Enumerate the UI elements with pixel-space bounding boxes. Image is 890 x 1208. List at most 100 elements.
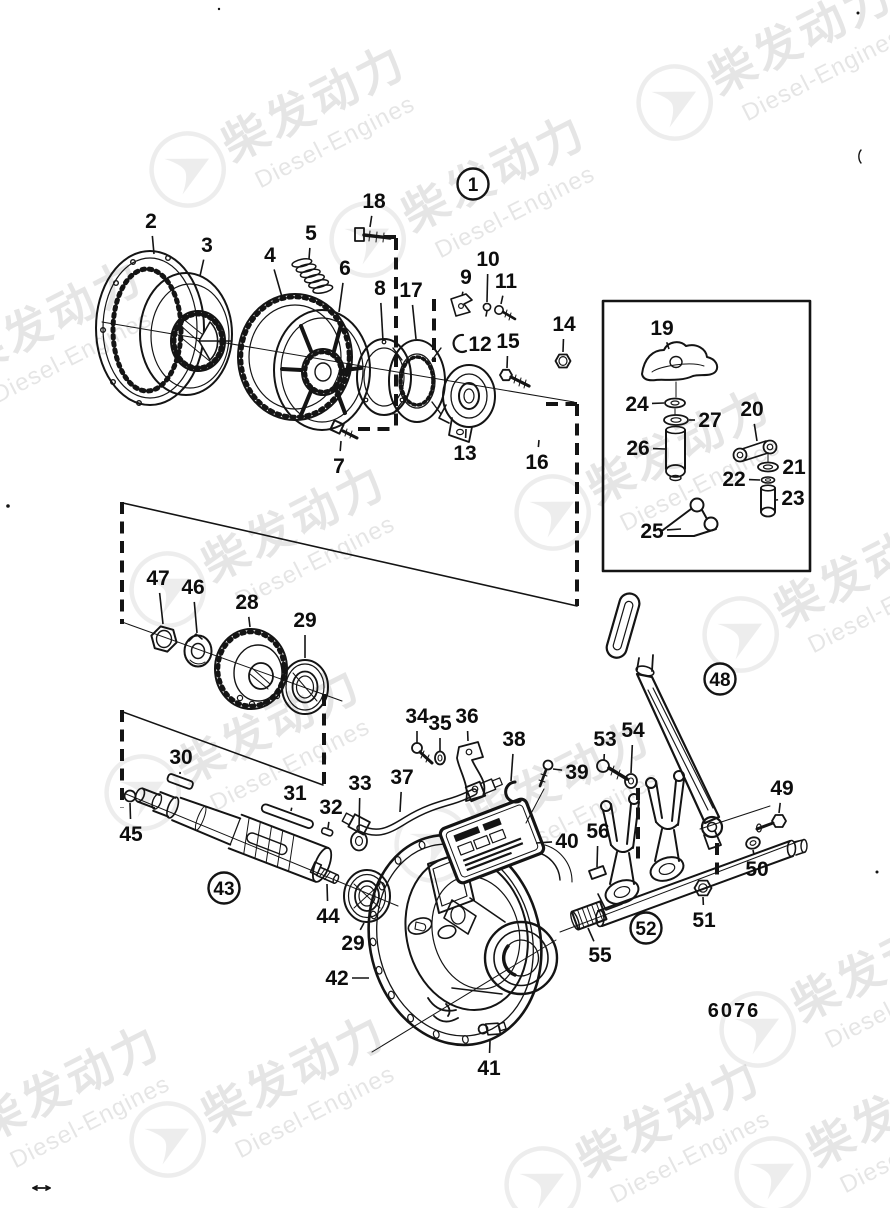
leader-line-49: [778, 802, 782, 814]
callout-5: 5: [305, 222, 317, 260]
callout-number-4: 4: [264, 244, 276, 267]
axis-line-lower: [559, 839, 803, 933]
callout-3: 3: [199, 234, 213, 277]
part-28-clutch-gear: [214, 628, 288, 710]
diesel-engines-logo-triangle: [717, 623, 763, 660]
callout-number-28: 28: [235, 591, 259, 614]
callout-41: 41: [477, 1040, 501, 1080]
part-24-lock-washer: [664, 397, 686, 409]
callout-number-40: 40: [555, 830, 578, 853]
callout-number-29: 29: [293, 609, 316, 632]
callout-number-20: 20: [740, 398, 763, 421]
callout-11: 11: [495, 270, 518, 305]
callout-29: 29: [293, 609, 317, 658]
callout-22: 22: [722, 468, 761, 491]
diesel-engines-logo-icon: [514, 474, 591, 551]
detail-box: [601, 299, 812, 573]
callout-number-50: 50: [745, 858, 768, 881]
callout-number-54: 54: [621, 719, 645, 742]
part-38-clip: [504, 780, 522, 804]
callout-number-52: 52: [635, 919, 656, 940]
callout-number-11: 11: [495, 270, 518, 293]
part-36-bracket: [456, 741, 486, 802]
diesel-engines-logo-triangle: [519, 1173, 565, 1208]
callout-6: 6: [338, 257, 351, 313]
leader-line-7: [339, 440, 342, 452]
callout-2: 2: [145, 210, 157, 255]
diesel-engines-logo-icon: [129, 1101, 206, 1178]
callout-number-43: 43: [213, 879, 234, 900]
part-7-bolt: [329, 419, 359, 440]
callout-44: 44: [316, 883, 340, 928]
callout-21: 21: [782, 456, 806, 479]
callout-number-16: 16: [525, 451, 548, 474]
part-25-spring-clip: [662, 497, 719, 537]
part-29-bearing-upper: [281, 659, 329, 715]
part-29-bearing-lower: [343, 869, 391, 923]
diesel-engines-logo-icon: [636, 64, 713, 141]
leader-line-2: [151, 235, 155, 255]
callout-51: 51: [692, 896, 716, 932]
part-8-plate-ring: [356, 338, 412, 416]
callout-number-10: 10: [476, 248, 499, 271]
callout-number-25: 25: [640, 520, 664, 543]
part-46-lock-washer: [183, 633, 213, 668]
part-14-nut: [554, 353, 572, 369]
part-2-flywheel: [95, 250, 205, 407]
part-12-clip: [452, 333, 468, 354]
leader-line-45: [129, 802, 132, 820]
callout-number-56: 56: [586, 820, 609, 843]
diesel-engines-logo-icon: [129, 551, 206, 628]
shift-fork: [600, 793, 640, 905]
fork-foot: [597, 893, 623, 911]
callout-number-27: 27: [698, 409, 721, 432]
callout-28: 28: [235, 591, 259, 628]
callout-number-23: 23: [781, 487, 804, 510]
callout-number-48: 48: [709, 670, 730, 691]
callout-19: 19: [650, 317, 674, 350]
leader-line-44: [326, 883, 329, 902]
leader-line-46: [193, 601, 198, 634]
leader-line-19: [665, 341, 670, 350]
leader-39-plate: [525, 788, 545, 824]
callout-number-35: 35: [428, 712, 452, 735]
callout-4: 4: [264, 244, 283, 298]
diesel-engines-logo-triangle: [144, 1128, 190, 1165]
part-26-pin: [665, 425, 686, 482]
leader-line-38: [510, 753, 514, 782]
callout-circle-43: [207, 871, 241, 905]
part-47-nut: [150, 625, 178, 653]
leader-line-40: [535, 841, 553, 844]
callout-47: 47: [146, 567, 170, 625]
leader-line-4: [273, 269, 283, 298]
callout-number-47: 47: [146, 567, 169, 590]
callout-number-1: 1: [468, 175, 479, 196]
diesel-engines-logo-icon: [149, 131, 226, 208]
callout-17: 17: [399, 279, 423, 340]
part-56-key: [588, 865, 607, 880]
scan-artifacts: [6, 7, 879, 1191]
callout-number-13: 13: [453, 442, 476, 465]
callout-number-14: 14: [552, 313, 576, 336]
callout-40: 40: [535, 830, 579, 853]
callout-26: 26: [626, 437, 666, 460]
callout-circle-52: [629, 911, 663, 945]
callout-number-18: 18: [362, 190, 386, 213]
callout-56: 56: [586, 820, 610, 868]
part-11-screw: [493, 304, 517, 321]
leader-line-8: [380, 302, 384, 342]
leader-line-56: [596, 845, 599, 868]
part-48-lever: [605, 592, 724, 850]
leader-line-31: [290, 807, 293, 812]
callout-24: 24: [625, 393, 665, 416]
callout-number-33: 33: [348, 772, 371, 795]
part-53-bolt: [596, 759, 629, 781]
part-37-hose: [341, 777, 503, 836]
section-diagonal-2: [122, 711, 324, 786]
callout-number-8: 8: [374, 277, 386, 300]
